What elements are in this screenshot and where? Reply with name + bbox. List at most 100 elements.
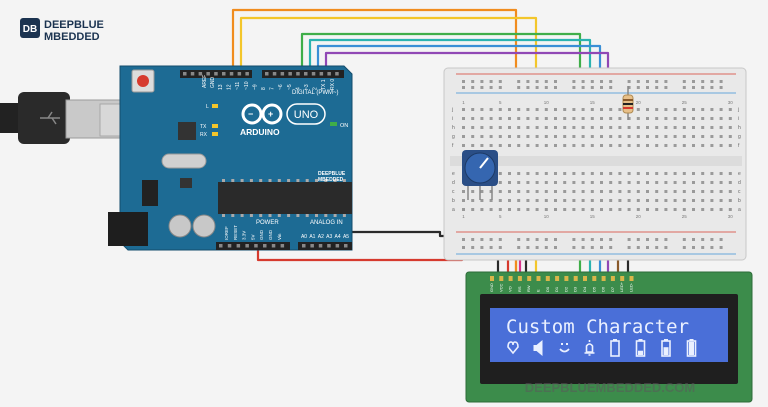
row-letter: e: [452, 171, 455, 177]
capacitor-1: [168, 214, 192, 238]
led-tx: [212, 124, 218, 128]
svg-text:DB: DB: [23, 24, 37, 35]
row-letter: d: [452, 180, 455, 186]
lcd-pin: [555, 276, 560, 281]
svg-text:−: −: [248, 109, 253, 119]
lcd-pin: [610, 276, 615, 281]
row-letter: i: [452, 116, 453, 122]
heart-icon: [507, 341, 519, 355]
lcd-pin: [592, 276, 597, 281]
digital-header-right: [262, 70, 344, 78]
row-letter: i: [738, 116, 739, 122]
lcd-pin: [517, 276, 522, 281]
battery-low-icon: [635, 339, 646, 357]
brand-logo-icon: [20, 18, 40, 38]
digital-pin-label: 4: [295, 87, 301, 90]
column-number: 20: [636, 100, 642, 105]
row-letter: h: [738, 125, 741, 131]
lcd-pin-header: [490, 276, 634, 281]
digital-pin-label: ~3: [304, 84, 310, 90]
led-on: [330, 122, 337, 126]
lcd-pin: [536, 276, 541, 281]
column-number: 25: [682, 100, 688, 105]
lcd-line2-custom-characters: [507, 339, 697, 357]
lcd-pin-label: GND: [489, 283, 494, 292]
column-number: 30: [728, 214, 734, 219]
digital-pin-label: 13: [218, 84, 224, 90]
row-letter: g: [452, 134, 455, 140]
digital-pin-label: ~9: [252, 84, 258, 90]
analog-pin-label: A4: [335, 234, 341, 240]
lcd-pin-label: D0: [545, 286, 550, 292]
led-l-label: L: [206, 104, 209, 110]
digital-pin-label: 2: [313, 87, 319, 90]
resistor: [622, 86, 634, 120]
lcd-pin-label: LED-: [629, 282, 634, 292]
lcd-pin: [620, 276, 625, 281]
usb-icon: [40, 111, 60, 125]
digital-pin-label: ~5: [287, 84, 293, 90]
column-number: 10: [544, 100, 550, 105]
aref-label: AREF: [202, 75, 208, 88]
lcd-pin-label: D4: [582, 286, 587, 292]
crystal: [161, 153, 207, 169]
led-rx-label: RX: [200, 132, 208, 138]
analog-pin-label: A0: [301, 234, 307, 240]
capacitor-2: [192, 214, 216, 238]
digital-pin-label: 7: [270, 87, 276, 90]
potentiometer: [462, 150, 498, 200]
column-number: 5: [499, 100, 502, 105]
power-pin-label: GND: [259, 229, 264, 240]
voltage-regulator: [142, 180, 158, 206]
lcd-screen: [490, 308, 728, 362]
column-number: 25: [682, 214, 688, 219]
speaker-icon: [533, 340, 543, 356]
lcd-line1: Custom Character: [506, 316, 689, 338]
usb-chip: [178, 122, 196, 140]
watermark: DEEPBLUEMBEDDED.COM: [525, 380, 695, 395]
battery-mid-icon: [661, 339, 671, 357]
lcd-pin-label: RS: [517, 286, 522, 292]
bell-icon: [584, 340, 595, 356]
digital-pin-label: ~10: [244, 81, 250, 90]
column-number: 15: [590, 100, 596, 105]
power-pin-label: Vin: [277, 233, 282, 240]
row-letter: j: [737, 107, 739, 113]
digital-pin-label: RX 0: [330, 79, 336, 90]
row-letter: e: [738, 171, 741, 177]
row-letter: a: [452, 207, 455, 213]
column-number: 5: [499, 214, 502, 219]
power-jack: [108, 212, 148, 246]
power-pin-label: IOREF: [224, 226, 229, 240]
lcd-pin: [490, 276, 494, 281]
analog-pin-label: A2: [318, 234, 324, 240]
brand-line1: DEEPBLUE: [44, 19, 104, 31]
brand-line2: MBEDDED: [44, 31, 100, 43]
lcd-pin: [573, 276, 578, 281]
row-letter: f: [452, 143, 454, 149]
power-pin-label: 5V: [250, 234, 255, 240]
row-letter: f: [738, 143, 740, 149]
lcd-pin-label: D7: [610, 286, 615, 292]
led-l: [212, 104, 218, 108]
lcd-pin: [508, 276, 513, 281]
lcd-pin-label: LED+: [619, 281, 624, 292]
power-pin-label: RESET: [233, 225, 238, 240]
arduino-infinity-icon: [241, 103, 283, 125]
row-letter: j: [451, 107, 453, 113]
power-header: [216, 242, 290, 250]
analog-in-label: ANALOG IN: [310, 220, 343, 226]
row-letter: c: [738, 189, 741, 195]
brand-logo: DB DEEPBLUE MBEDDED: [20, 18, 104, 43]
lcd-pin: [545, 276, 550, 281]
power-pin-label: 3.3V: [242, 231, 247, 240]
row-letter: g: [738, 134, 741, 140]
arduino-logo-text: ARDUINO: [240, 127, 280, 137]
analog-pin-label: A1: [309, 234, 315, 240]
